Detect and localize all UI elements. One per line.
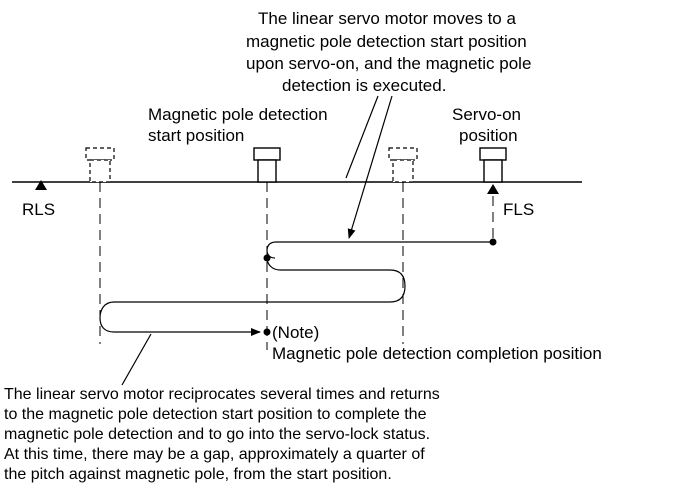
- top-note-line-4: detection is executed.: [282, 76, 446, 95]
- bottom-annotation: The linear servo motor reciprocates seve…: [4, 386, 440, 483]
- top-note-line-2: magnetic pole detection start position: [246, 32, 527, 51]
- motor-start-position: [253, 147, 281, 183]
- bottom-note-line-5: the pitch against magnetic pole, from th…: [4, 466, 392, 483]
- completion-position-label: Magnetic pole detection completion posit…: [272, 344, 602, 363]
- bottom-leader-line: [121, 333, 152, 386]
- path-segment-to-start: [266, 241, 493, 259]
- top-note-arrow: [347, 95, 393, 239]
- bottom-note-line-4: At this time, there may be a gap, approx…: [4, 446, 425, 463]
- rls-label: RLS: [22, 200, 55, 219]
- completion-dot: [263, 328, 271, 336]
- motor-servo-on-position: [479, 147, 507, 183]
- note-label: (Note): [272, 323, 319, 342]
- bottom-note-line-2: to the magnetic pole detection start pos…: [4, 406, 427, 423]
- servo-on-position-label-line-2: position: [459, 126, 518, 145]
- top-note-line-1: The linear servo motor moves to a: [258, 9, 516, 28]
- top-leader-line: [345, 95, 379, 179]
- fls-marker: [487, 184, 499, 194]
- motor-ghost-left: [85, 147, 115, 183]
- fls-label: FLS: [503, 200, 534, 219]
- motion-path: [99, 238, 497, 336]
- servo-on-position-label-line-1: Servo-on: [452, 105, 521, 124]
- path-segment-right-loop: [99, 257, 406, 336]
- start-position-label-line-2: start position: [148, 126, 244, 145]
- motor-ghost-right: [388, 147, 418, 183]
- top-note-line-3: upon servo-on, and the magnetic pole: [246, 54, 531, 73]
- top-annotation: The linear servo motor moves to a magnet…: [246, 9, 531, 95]
- bottom-note-line-3: magnetic pole detection and to go into t…: [4, 426, 430, 443]
- bottom-note-line-1: The linear servo motor reciprocates seve…: [4, 386, 440, 403]
- rls-marker: [35, 180, 47, 190]
- start-position-label-line-1: Magnetic pole detection: [148, 105, 328, 124]
